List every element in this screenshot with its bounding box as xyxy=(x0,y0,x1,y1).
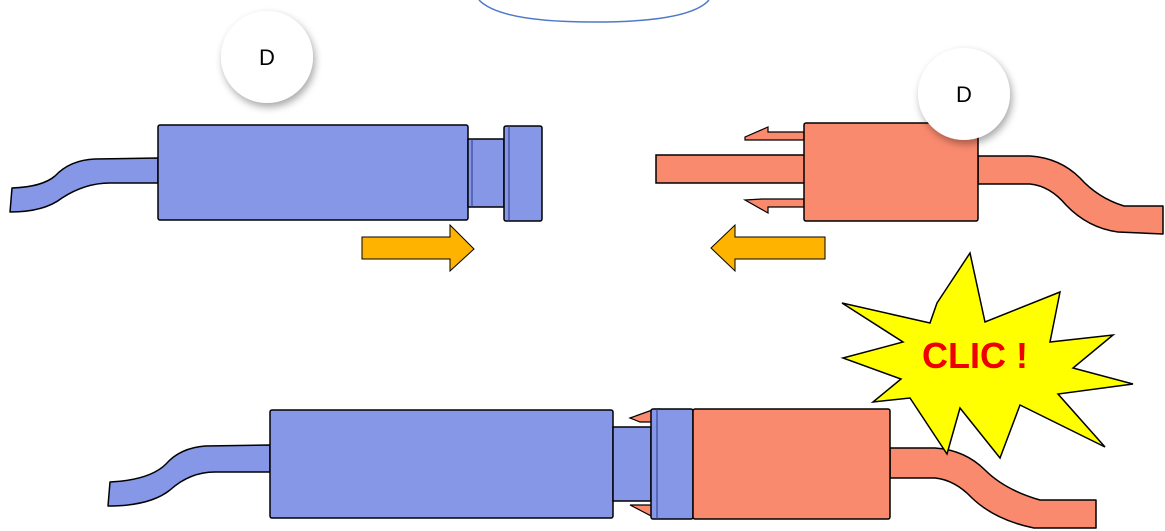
assembled-connector xyxy=(107,408,1097,529)
left-connector-tip xyxy=(503,125,543,222)
left-d-badge: D xyxy=(221,11,313,103)
left-d-label: D xyxy=(259,45,275,70)
assembled-right-cable xyxy=(889,447,1097,529)
right-latch-bottom xyxy=(742,198,805,215)
left-connector xyxy=(9,124,543,222)
right-d-label: D xyxy=(956,82,972,107)
right-cable xyxy=(977,155,1164,235)
top-circle-arc xyxy=(478,0,710,23)
right-d-badge: D xyxy=(918,48,1010,140)
arrow-right-icon xyxy=(361,223,475,273)
left-cable xyxy=(9,157,159,213)
left-connector-body xyxy=(157,124,469,221)
clic-label: CLIC ! xyxy=(922,335,1028,376)
right-prong-shaft xyxy=(655,154,807,184)
assembled-male-neck xyxy=(612,426,652,502)
right-connector xyxy=(655,122,1164,235)
assembled-female-body xyxy=(692,408,891,520)
arrow-left-icon xyxy=(710,223,826,273)
left-connector-neck xyxy=(467,138,505,208)
right-connector-body xyxy=(803,122,979,222)
assembled-left-cable xyxy=(107,444,271,507)
right-latch-top xyxy=(744,126,805,141)
starburst-icon: CLIC ! xyxy=(840,251,1134,460)
clic-burst xyxy=(840,251,1134,460)
assembled-male-body xyxy=(269,409,614,519)
